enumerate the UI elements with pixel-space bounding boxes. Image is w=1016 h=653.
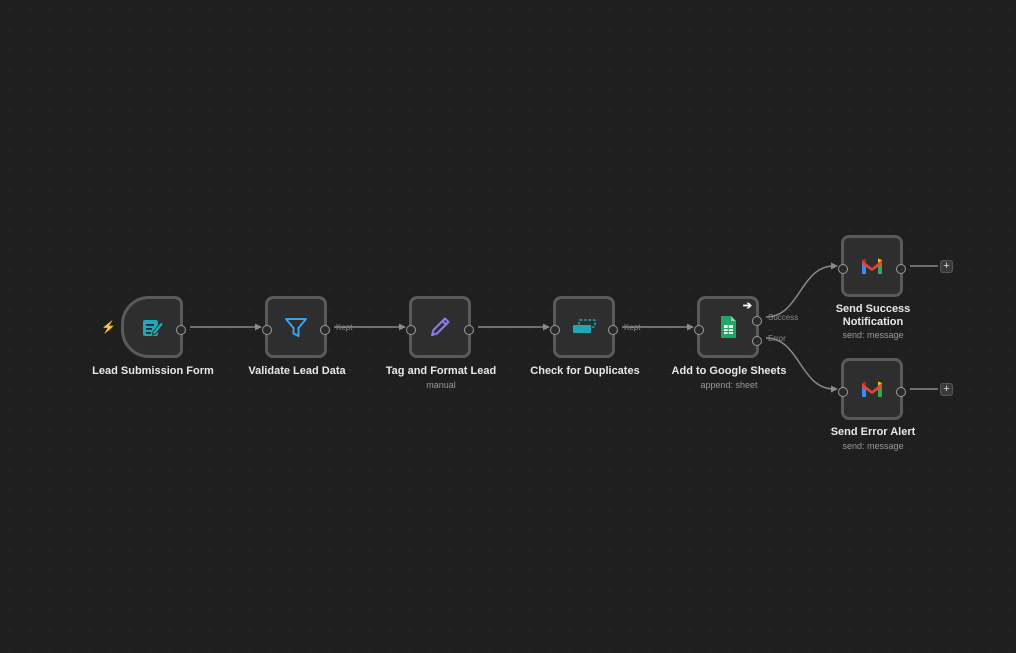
node-tag-and-format-lead[interactable] [406,296,474,358]
add-node-button[interactable]: + [940,383,953,396]
node-label-send-error-alert: Send Error Alert [830,426,916,438]
output-handle[interactable] [176,325,186,335]
node-label-validate-lead-data: Validate Lead Data [248,365,346,377]
arrowhead-success [831,262,838,270]
dedupe-icon [570,313,598,341]
input-handle[interactable] [838,264,848,274]
gmail-icon [858,252,886,280]
output-handle-success[interactable] [752,316,762,326]
input-handle[interactable] [838,387,848,397]
node-label-line: Send Success [835,303,911,315]
google-sheets-icon [714,313,742,341]
node-subtitle-tag-and-format-lead: manual [426,380,456,390]
trigger-bolt-icon: ⚡ [101,320,116,334]
arrowhead-duplicates [543,323,550,331]
node-add-to-google-sheets[interactable]: ➔ [694,296,762,358]
output-handle[interactable] [608,325,618,335]
output-handle[interactable] [896,264,906,274]
connection-sheets-to-error [765,337,835,390]
output-handle[interactable] [320,325,330,335]
node-label-tag-and-format-lead: Tag and Format Lead [385,365,497,377]
node-subtitle-send-error-alert: send: message [842,441,904,451]
node-send-error-alert[interactable] [838,358,906,420]
output-handle[interactable] [464,325,474,335]
node-label-lead-submission-form: Lead Submission Form [92,365,214,377]
arrowhead-tag [399,323,406,331]
add-node-button[interactable]: + [940,260,953,273]
input-handle[interactable] [262,325,272,335]
input-handle[interactable] [406,325,416,335]
pencil-icon [426,313,454,341]
edge-label-kept: Kept [336,323,353,332]
node-label-line: Notification [842,316,904,328]
connection-sheets-to-success [765,265,835,318]
node-check-for-duplicates[interactable] [550,296,618,358]
form-icon [138,313,166,341]
edge-label-kept: Kept [624,323,641,332]
node-label-add-to-google-sheets: Add to Google Sheets [671,365,787,377]
node-validate-lead-data[interactable] [262,296,330,358]
node-subtitle-add-to-google-sheets: append: sheet [700,380,758,390]
output-handle[interactable] [896,387,906,397]
edge-label-error: Error [768,334,786,343]
arrowhead-sheets [687,323,694,331]
node-label-send-success-notification: Send Success Notification [793,303,953,329]
node-send-success-notification[interactable] [838,235,906,297]
node-label-check-for-duplicates: Check for Duplicates [530,365,640,377]
arrowhead-error [831,385,838,393]
input-handle[interactable] [694,325,704,335]
execute-node-icon[interactable]: ➔ [742,300,752,312]
output-handle-error[interactable] [752,336,762,346]
edge-label-success: Success [768,313,799,322]
node-subtitle-send-success-notification: send: message [842,330,904,340]
input-handle[interactable] [550,325,560,335]
arrowhead-validate [255,323,262,331]
gmail-icon [858,375,886,403]
node-lead-submission-form[interactable] [121,296,186,358]
filter-icon [282,313,310,341]
